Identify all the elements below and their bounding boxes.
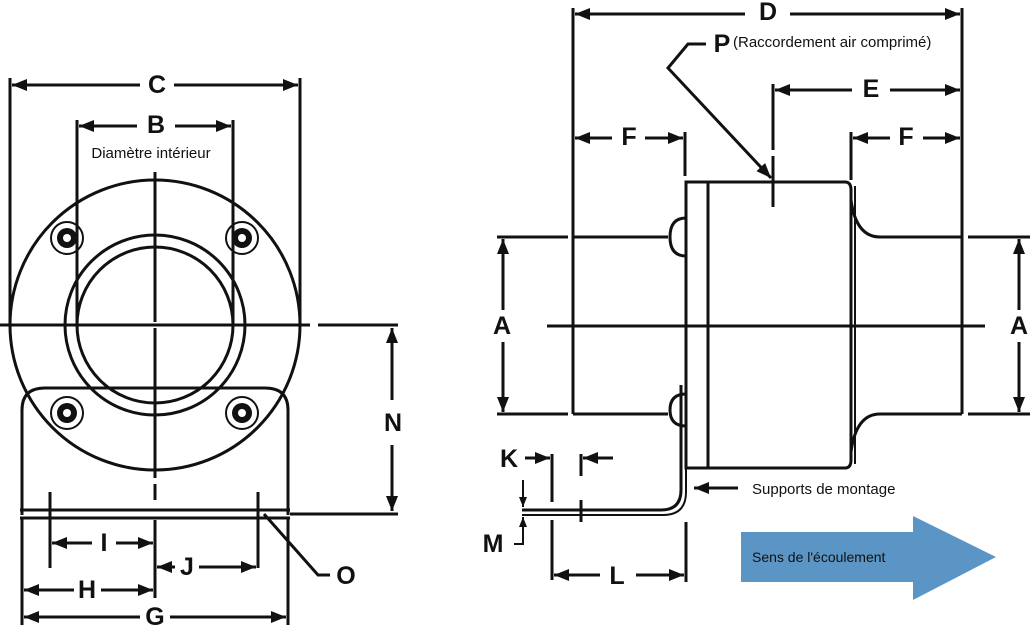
bolt-head-icon	[668, 392, 687, 428]
dim-label-j: J	[180, 553, 194, 581]
dim-label-c: C	[148, 71, 166, 99]
mounting-label: Supports de montage	[752, 481, 895, 498]
bolt-head-icon	[668, 216, 687, 258]
dim-label-g: G	[145, 603, 164, 628]
mounting-bracket-side	[522, 385, 683, 512]
dim-label-a-left: A	[493, 312, 511, 340]
dim-label-l: L	[609, 562, 624, 590]
dim-label-a-right: A	[1010, 312, 1028, 340]
bolt-hole-icon	[225, 221, 259, 255]
dim-label-k: K	[500, 445, 518, 473]
bolt-holes	[50, 221, 259, 255]
dim-label-d: D	[759, 0, 777, 26]
bolt-hole-icon	[50, 396, 84, 430]
dim-label-f-right: F	[898, 123, 913, 151]
flow-direction-arrow: Sens de l'écoulement	[741, 516, 996, 600]
air-connection-label: (Raccordement air comprimé)	[733, 34, 931, 51]
dim-label-o: O	[336, 562, 355, 590]
inlet-pipe	[571, 200, 668, 416]
dim-label-n: N	[384, 409, 402, 437]
valve-body	[684, 180, 853, 470]
dim-label-f-left: F	[621, 123, 636, 151]
bore-label: Diamètre intérieur	[91, 145, 210, 162]
dim-label-h: H	[78, 576, 96, 604]
dim-label-e: E	[863, 75, 880, 103]
bolt-hole-icon	[225, 396, 259, 430]
dim-label-i: I	[101, 529, 108, 557]
flow-label: Sens de l'écoulement	[752, 549, 886, 565]
bolt-hole-icon	[50, 221, 84, 255]
p-leader	[665, 42, 773, 180]
side-view: D P (Raccordement air comprimé) E F F A …	[483, 0, 1030, 590]
flow-arrow-icon	[741, 516, 996, 600]
dim-label-m: M	[483, 530, 504, 558]
dim-label-p: P	[714, 30, 731, 58]
front-view: C B Diamètre intérieur N I J H G O	[0, 71, 402, 628]
bolt-holes-lower	[50, 396, 259, 430]
dim-label-b: B	[147, 111, 165, 139]
o-leader	[262, 513, 330, 577]
